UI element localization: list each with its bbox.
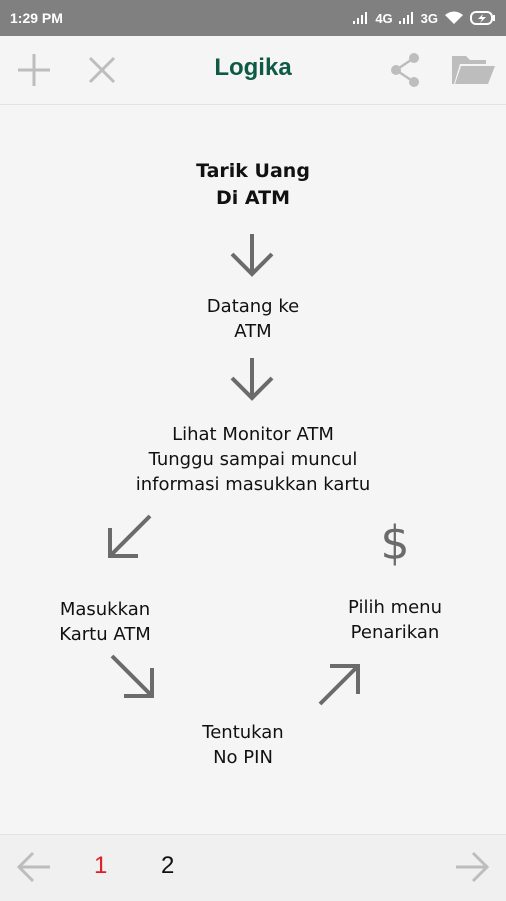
arrow-down-left-icon <box>108 514 152 558</box>
close-icon <box>88 56 116 84</box>
flow-step-1: Datang ke ATM <box>206 296 300 342</box>
wifi-icon <box>445 11 463 24</box>
share-button[interactable] <box>386 50 426 90</box>
signal-icon <box>398 12 413 24</box>
arrow-down-icon <box>230 234 274 277</box>
arrow-up-right-icon <box>318 664 360 706</box>
status-icons: 4G 3G <box>353 11 496 26</box>
flow-step-2: Lihat Monitor ATM Tunggu sampai muncul i… <box>135 424 371 495</box>
status-bar: 1:29 PM 4G 3G <box>0 0 506 36</box>
flow-step-3: Masukkan Kartu ATM <box>59 599 151 645</box>
open-folder-button[interactable] <box>450 50 496 90</box>
network-type-2: 3G <box>420 10 438 26</box>
flow-title: Tarik Uang Di ATM <box>196 160 310 209</box>
page-1-button[interactable]: 1 <box>94 852 108 879</box>
previous-arrow-icon[interactable] <box>16 851 52 883</box>
toolbar: Logika <box>0 36 506 105</box>
battery-charging-icon <box>470 11 495 25</box>
status-time: 1:29 PM <box>10 10 63 26</box>
flow-step-5: Pilih menu Penarikan <box>347 597 443 643</box>
plus-icon <box>18 54 50 86</box>
dollar-icon: $ <box>380 516 410 570</box>
next-arrow-icon[interactable] <box>454 851 490 883</box>
page-title: Logika <box>214 54 292 81</box>
signal-icon <box>353 12 368 24</box>
page-2-button[interactable]: 2 <box>161 852 175 879</box>
close-button[interactable] <box>82 50 122 90</box>
network-type-1: 4G <box>375 10 393 26</box>
bottom-navigation: 1 2 <box>0 834 506 901</box>
add-button[interactable] <box>14 50 54 90</box>
arrow-down-right-icon <box>110 654 154 698</box>
arrow-down-icon <box>230 358 274 401</box>
share-icon <box>391 53 419 87</box>
folder-open-icon <box>452 56 495 84</box>
flow-step-4: Tentukan No PIN <box>202 722 284 768</box>
